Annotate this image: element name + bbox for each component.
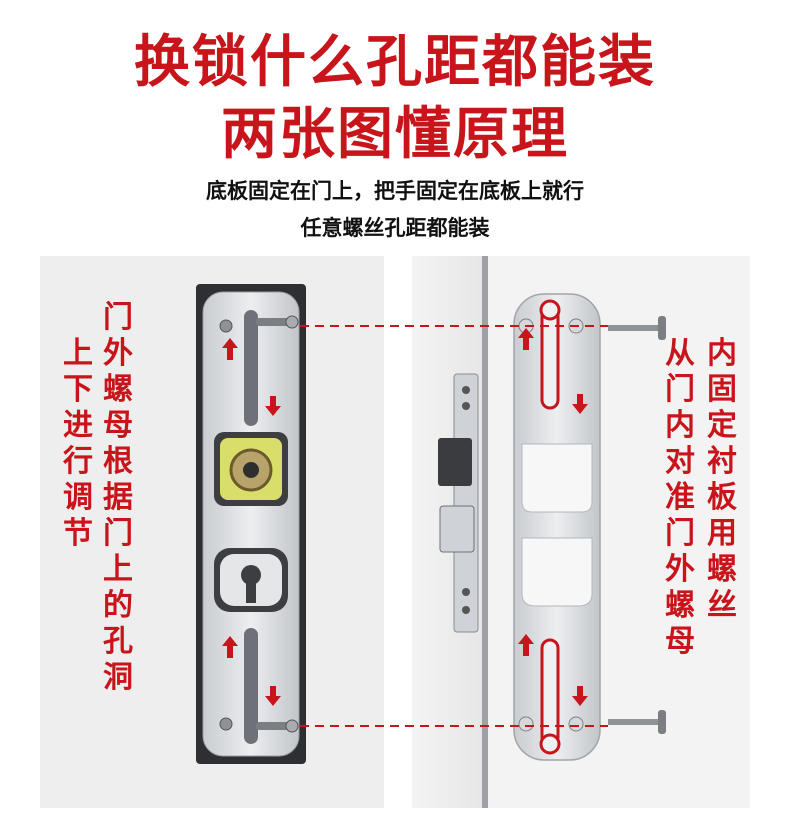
left-annotation-col2: 门外螺母根据门上的孔洞 bbox=[103, 300, 133, 695]
mortise-lock-body bbox=[438, 373, 479, 633]
long-screw-top bbox=[608, 316, 666, 340]
long-screw-bottom bbox=[608, 710, 666, 734]
left-annotation-col1: 上下进行调节 bbox=[63, 336, 93, 551]
alignment-dashed-lines bbox=[300, 325, 608, 727]
right-annotation-col2: 内固定衬板用螺丝 bbox=[707, 336, 737, 623]
subtitle-line2: 任意螺丝孔距都能装 bbox=[300, 216, 490, 240]
outer-back-plate bbox=[196, 284, 306, 764]
right-annotation-col1: 从门内对准门外螺母 bbox=[665, 336, 695, 659]
left-adjust-arrows bbox=[222, 338, 281, 706]
headline-line1: 换锁什么孔距都能装 bbox=[134, 30, 656, 95]
right-adjust-arrows bbox=[518, 328, 588, 706]
inner-lining-plate bbox=[513, 293, 601, 761]
headline-line2: 两张图懂原理 bbox=[221, 102, 569, 167]
subtitle-line1: 底板固定在门上，把手固定在底板上就行 bbox=[206, 179, 584, 203]
